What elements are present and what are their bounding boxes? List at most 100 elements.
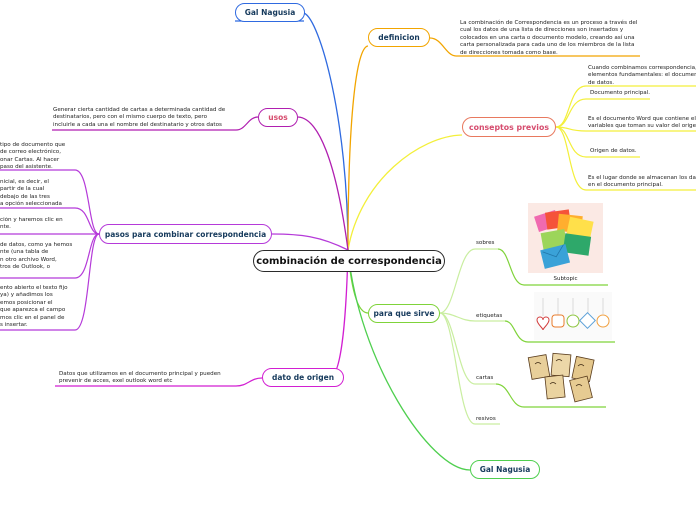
conseptos-note-1: Cuando combinamos correspondencia, eleme… — [588, 65, 696, 87]
envelopes-image[interactable]: Subtopic — [528, 203, 603, 282]
conseptos-note-3: Es el documento Word que contiene el var… — [588, 116, 696, 131]
pasos-note-1: tipo de documento que de correo electrón… — [0, 142, 76, 172]
note-line: nicial, es decir, el — [0, 179, 49, 185]
conseptos-note-5: Es el lugar donde se almacenan los dat e… — [588, 175, 696, 190]
leaf-etiquetas[interactable]: etiquetas — [476, 313, 503, 319]
leaf-resivos[interactable]: resivos — [476, 416, 496, 422]
node-definicion-label: definicion — [378, 33, 420, 42]
sirve-to-cartas — [439, 312, 496, 385]
note-line: emos posicionar el — [0, 299, 53, 306]
note-line: elementos fundamentales: el document — [588, 72, 696, 79]
note-line: destinatarios, pero con el mismo cuerpo … — [53, 114, 208, 121]
note-line: partir de la cual — [0, 186, 45, 193]
dato-origen-note: Datos que utilizamos en el documento pri… — [59, 371, 237, 386]
note-line: debajo de las tres — [0, 193, 50, 200]
conseptos-note-2 — [555, 98, 650, 128]
usos-to-note — [52, 116, 259, 131]
usos-note: Generar cierta cantidad de cartas a dete… — [53, 107, 235, 129]
note-line: mos clic en el panel de — [0, 314, 65, 321]
pasos-note-4 — [0, 233, 100, 279]
note-line: paso del asistente. — [0, 164, 53, 171]
note-line: s insertar. — [0, 321, 28, 328]
note-line: de datos, como ya hemos — [0, 242, 73, 248]
note-line: onar Cartas. Al hacer — [0, 156, 60, 163]
labels-image[interactable] — [534, 292, 612, 340]
node-usos[interactable]: usos — [258, 108, 298, 127]
note-line: que aparezca el campo — [0, 307, 66, 314]
note-line: de direcciones tomada como base. — [460, 49, 558, 56]
cartas-to-thumb — [495, 383, 606, 408]
note-line: Datos que utilizamos en el documento pri… — [59, 371, 221, 377]
note-line: Es el documento Word que contiene el — [588, 116, 696, 122]
note-line: ya) y añadimos los — [0, 292, 53, 299]
pasos-note-5: ento abierto el texto fijo ya) y añadimo… — [0, 285, 76, 329]
note-line: nte (una tabla de — [0, 249, 49, 256]
node-gal-nagusia-top[interactable]: Gal Nagusia — [235, 3, 305, 22]
note-line: cual los datos de una lista de direccion… — [460, 27, 624, 34]
conseptos-note-3 — [555, 126, 696, 132]
note-line: incluirle a cada una el nombre del desti… — [53, 121, 222, 128]
note-line: variables que toman su valor del origer — [588, 123, 696, 130]
sirve-to-etiquetas — [439, 312, 505, 322]
sirve-to-sobres — [439, 248, 498, 314]
conseptos-note-4: Origen de datos. — [590, 148, 690, 155]
note-line: tros de Outlook, o — [0, 264, 51, 271]
envelopes-illustration — [534, 209, 594, 269]
note-line: Documento principal. — [590, 90, 651, 96]
node-usos-label: usos — [268, 113, 288, 122]
pasos-note-4: de datos, como ya hemos nte (una tabla d… — [0, 242, 76, 272]
node-gal-nagusia-bottom[interactable]: Gal Nagusia — [470, 460, 540, 479]
definicion-to-note — [429, 37, 640, 57]
note-line: Generar cierta cantidad de cartas a dete… — [53, 107, 226, 113]
link-gal-top — [303, 12, 349, 251]
note-line: carta personalizada para cada uno de los… — [460, 42, 635, 49]
letters-image[interactable] — [526, 352, 604, 404]
note-line: de correo electrónico, — [0, 149, 61, 156]
note-line: ento abierto el texto fijo — [0, 285, 68, 291]
node-para-que-sirve[interactable]: para que sirve — [368, 304, 440, 323]
central-topic-label: combinación de correspondencia — [256, 255, 442, 267]
link-conseptos — [347, 134, 463, 251]
node-dato-de-origen[interactable]: dato de origen — [262, 368, 344, 387]
pasos-note-2: nicial, es decir, el partir de la cual d… — [0, 179, 76, 209]
note-line: ción y haremos clic en — [0, 217, 63, 223]
labels-illustration — [536, 298, 610, 331]
node-definicion[interactable]: definicion — [368, 28, 430, 47]
node-pasos-label: pasos para combinar correspondencia — [104, 229, 267, 239]
note-line: de datos. — [588, 79, 615, 86]
link-pasos — [271, 233, 349, 251]
pasos-note-1 — [0, 169, 100, 235]
pasos-note-5 — [0, 233, 100, 331]
node-pasos-para-combinar[interactable]: pasos para combinar correspondencia — [99, 224, 272, 244]
node-gal-nagusia-top-label: Gal Nagusia — [244, 8, 296, 17]
note-line: en el documento principal. — [588, 182, 663, 189]
etiquetas-to-thumb — [504, 320, 615, 343]
node-conseptos-previos-label: conseptos previos — [469, 122, 549, 132]
leaf-sobres[interactable]: sobres — [476, 240, 495, 246]
envelopes-caption: Subtopic — [553, 276, 578, 282]
note-line: La combinación de Correspondencia es un … — [460, 20, 638, 26]
dato-to-note — [55, 377, 263, 387]
node-para-que-sirve-label: para que sirve — [373, 309, 435, 318]
note-line: Es el lugar donde se almacenan los dat — [588, 175, 696, 181]
pasos-note-3: ción y haremos clic en nte. — [0, 217, 76, 232]
letters-illustration — [527, 352, 595, 403]
note-line: a opción seleccionada — [0, 201, 62, 208]
note-line: Cuando combinamos correspondencia, — [588, 65, 696, 71]
node-conseptos-previos[interactable]: conseptos previos — [462, 117, 556, 137]
link-usos — [297, 116, 349, 251]
sobres-to-thumb — [497, 248, 608, 286]
node-dato-de-origen-label: dato de origen — [271, 373, 335, 382]
link-gal-bottom — [347, 249, 471, 471]
sirve-to-resivos — [439, 312, 500, 425]
central-topic[interactable]: combinación de correspondencia — [253, 250, 445, 272]
conseptos-note-2: Documento principal. — [590, 90, 690, 97]
note-line: tipo de documento que — [0, 142, 66, 148]
pasos-note-2 — [0, 207, 100, 235]
link-definicion — [347, 45, 369, 251]
note-line: prevenir de acces, exel outlook word etc — [59, 378, 173, 385]
note-line: colocados en una carta o documento model… — [460, 34, 635, 41]
leaf-cartas[interactable]: cartas — [476, 375, 494, 381]
